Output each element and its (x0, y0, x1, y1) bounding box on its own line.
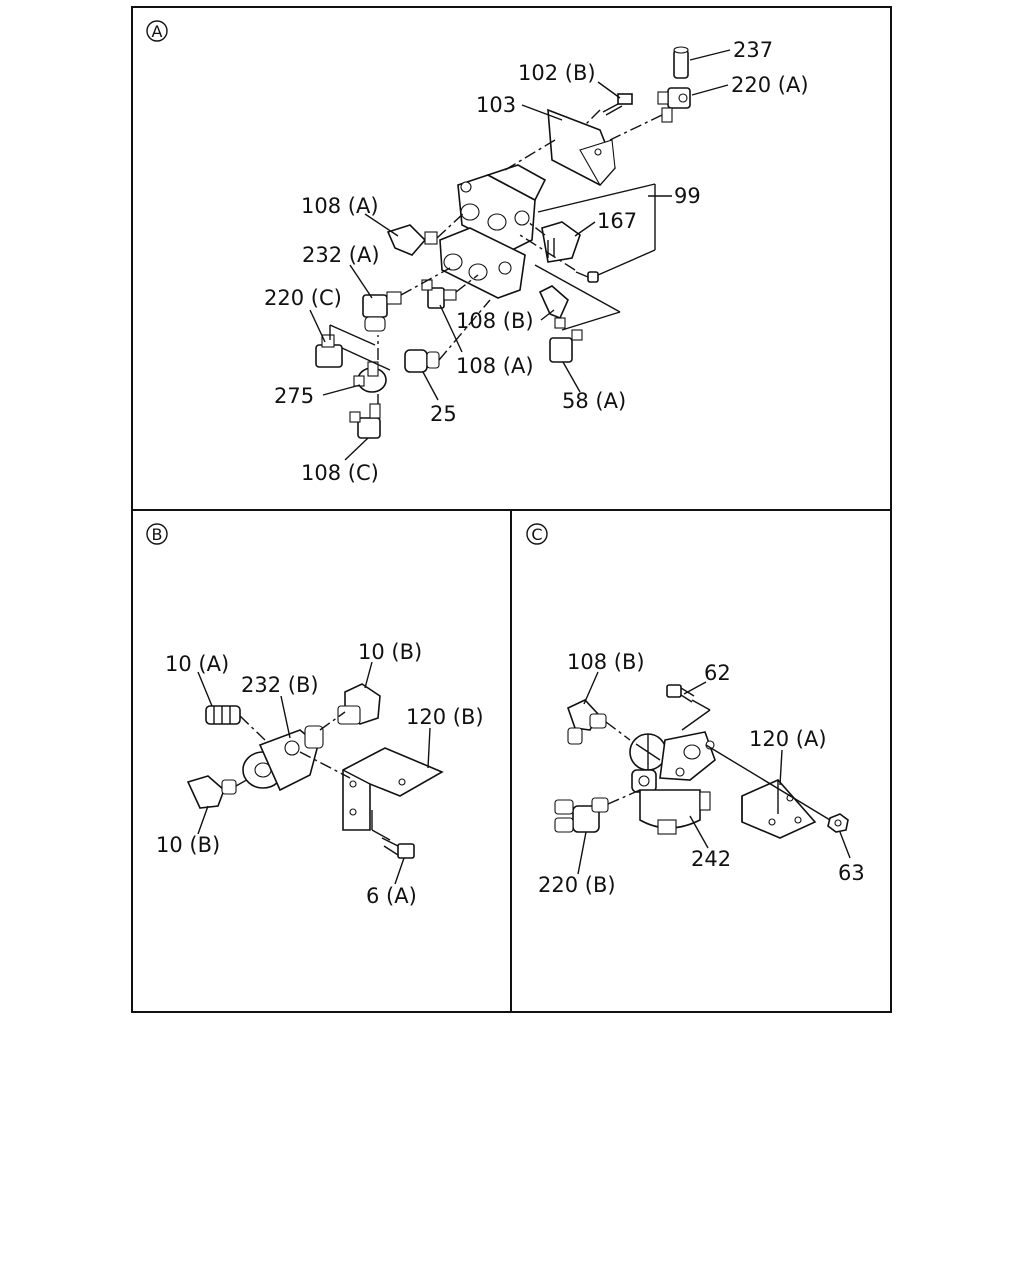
bracket-120a (741, 779, 817, 839)
bolt-6a (381, 837, 415, 859)
label-103: 103 (476, 93, 516, 117)
bolt-62 (666, 684, 695, 703)
label-232b: 232 (B) (241, 673, 319, 697)
label-58a: 58 (A) (562, 389, 626, 413)
label-102b: 102 (B) (518, 61, 596, 85)
tee-220b (554, 797, 609, 833)
panel-c-assembly-lines (605, 699, 831, 821)
svg-text:C: C (531, 525, 542, 544)
panel-c-leaders (577, 671, 851, 875)
svg-text:A: A (152, 22, 163, 41)
label-108c: 108 (C) (301, 461, 379, 485)
label-120b: 120 (B) (406, 705, 484, 729)
label-25: 25 (430, 402, 457, 426)
elbow-108a-top (386, 224, 438, 256)
panel-b: B (146, 523, 484, 908)
label-242: 242 (691, 847, 731, 871)
label-167: 167 (597, 209, 637, 233)
bolt-102b (602, 93, 633, 116)
bracket-120b (342, 747, 444, 831)
fitting-167 (541, 221, 581, 263)
label-108b: 108 (B) (456, 309, 534, 333)
tee-232a (362, 291, 402, 332)
label-10b-top: 10 (B) (358, 640, 422, 664)
panel-a-marker: A (146, 20, 168, 42)
label-6a: 6 (A) (366, 884, 417, 908)
connector-10a (205, 705, 241, 725)
panel-a-assembly-lines (329, 109, 663, 404)
elbow-108b (538, 285, 569, 329)
fitting-275 (353, 361, 387, 393)
panel-b-marker: B (146, 523, 168, 545)
fitting-220c (315, 334, 343, 368)
label-10b-bottom: 10 (B) (156, 833, 220, 857)
label-275: 275 (274, 384, 314, 408)
plug-25 (404, 349, 440, 373)
panel-b-leaders (197, 661, 431, 885)
label-99: 99 (674, 184, 701, 208)
label-237: 237 (733, 38, 773, 62)
tee-220a (657, 87, 691, 123)
elbow-10b-bottom (186, 775, 237, 809)
label-220b: 220 (B) (538, 873, 616, 897)
valve-242 (629, 731, 716, 835)
svg-text:B: B (152, 525, 163, 544)
label-63: 63 (838, 861, 865, 885)
panel-a-leaders (309, 49, 731, 461)
fitting-58a (549, 329, 583, 363)
label-62: 62 (704, 661, 731, 685)
bracket-103 (547, 108, 616, 186)
screw-99 (575, 271, 599, 283)
label-120a: 120 (A) (749, 727, 827, 751)
label-220c: 220 (C) (264, 286, 342, 310)
nut-63 (827, 813, 849, 833)
panel-c: C (526, 523, 865, 897)
elbow-108b-c (567, 699, 607, 745)
label-10a: 10 (A) (165, 652, 229, 676)
valve-232b (242, 725, 324, 792)
label-108a-top: 108 (A) (301, 194, 379, 218)
label-220a: 220 (A) (731, 73, 809, 97)
label-232a: 232 (A) (302, 243, 380, 267)
elbow-108c (349, 403, 381, 439)
label-108a-mid: 108 (A) (456, 354, 534, 378)
elbow-10b-top (337, 683, 381, 725)
panel-c-marker: C (526, 523, 548, 545)
tee-108a-mid (421, 279, 457, 309)
panel-a: A (146, 20, 809, 485)
cap-237 (673, 46, 689, 79)
valve-body (439, 164, 547, 299)
label-108b-c: 108 (B) (567, 650, 645, 674)
panel-frames (131, 6, 892, 1013)
panel-b-assembly-lines (235, 711, 391, 841)
